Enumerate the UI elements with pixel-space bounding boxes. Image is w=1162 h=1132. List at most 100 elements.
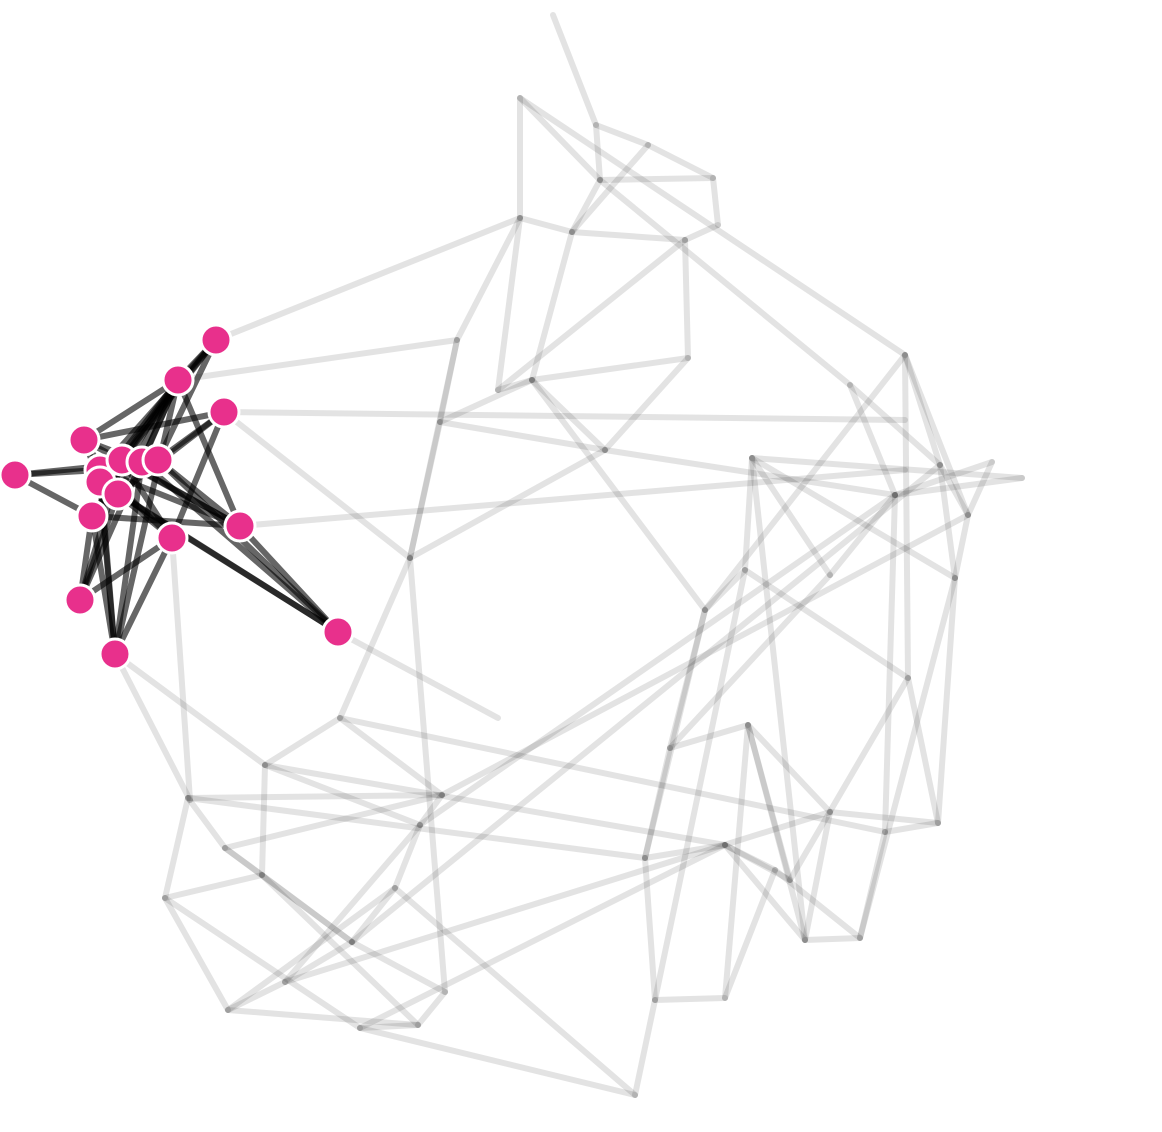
graph-edge	[602, 447, 898, 498]
graph-edge	[225, 979, 288, 1013]
graph-edge	[652, 995, 728, 1003]
graph-edge	[529, 377, 608, 453]
graph-edge	[407, 419, 443, 561]
graph-edge	[225, 885, 398, 1013]
graph-edge	[742, 455, 755, 573]
graph-edge	[517, 95, 908, 358]
graph-edge	[882, 820, 941, 835]
graph-edge	[357, 1022, 421, 1031]
graph-edge	[642, 745, 673, 861]
graph-node	[98, 637, 132, 671]
graph-edge	[517, 215, 575, 235]
graph-edge	[259, 872, 355, 945]
graph-edge	[710, 175, 721, 228]
graph-edge	[415, 989, 448, 1028]
graph-edge	[162, 795, 191, 901]
graph-edge	[529, 229, 575, 383]
graph-edge	[642, 855, 658, 1003]
graph-edge	[745, 722, 793, 883]
graph-edge	[593, 122, 603, 183]
graph-node	[67, 423, 101, 457]
graph-edge	[593, 122, 651, 148]
highlighted-nodes	[0, 323, 355, 671]
graph-edge	[827, 809, 941, 826]
graph-edge	[749, 455, 833, 578]
graph-edge	[454, 215, 523, 343]
graph-edge	[222, 792, 445, 851]
graph-edge	[597, 177, 853, 388]
graph-edge	[262, 762, 423, 828]
graph-edge	[337, 555, 413, 721]
graph-edge	[667, 607, 708, 751]
graph-edge	[162, 895, 363, 1031]
graph-edge	[175, 337, 460, 383]
graph-edge	[749, 455, 1025, 481]
graph-edge	[417, 792, 445, 828]
graph-edge	[892, 459, 995, 498]
graph-node	[161, 363, 195, 397]
graph-edge	[642, 842, 728, 861]
graph-edge	[417, 492, 898, 828]
graph-edge	[772, 867, 863, 941]
graph-edge	[185, 795, 228, 851]
graph-edge	[225, 1007, 421, 1028]
highlighted-edge	[169, 409, 227, 541]
graph-edge	[213, 215, 523, 343]
graph-edge	[905, 675, 941, 826]
graph-edge	[282, 809, 833, 985]
graph-node	[207, 395, 241, 429]
graph-edge	[407, 447, 608, 561]
graph-edge	[162, 895, 231, 1013]
graph-edge	[407, 337, 460, 561]
graph-edge	[682, 237, 691, 361]
graph-edge	[259, 872, 421, 1028]
graph-edge	[952, 512, 971, 581]
graph-edge	[495, 215, 523, 393]
graph-edge	[185, 792, 445, 801]
graph-edge	[357, 1025, 638, 1098]
graph-edge	[937, 462, 971, 518]
graph-edge	[349, 939, 448, 995]
highlighted-edge	[77, 535, 175, 603]
graph-edge	[722, 842, 808, 943]
highlighted-edge	[237, 523, 341, 635]
graph-node	[75, 499, 109, 533]
graph-edge	[337, 715, 445, 798]
highlighted-edge	[155, 457, 243, 529]
highlighted-edge	[81, 377, 181, 443]
graph-edge	[437, 337, 460, 425]
graph-node	[155, 521, 189, 555]
highlighted-edge	[175, 377, 243, 529]
graph-edge	[749, 455, 958, 581]
graph-edge	[221, 409, 413, 561]
graph-edge	[262, 762, 728, 848]
graph-edge	[407, 555, 448, 995]
graph-edge	[745, 722, 833, 815]
graph-node	[0, 458, 32, 492]
graph-edge	[162, 872, 265, 901]
graph-edge	[937, 462, 958, 581]
graph-edge	[349, 462, 943, 945]
graph-edge	[237, 467, 908, 529]
graph-node	[321, 615, 355, 649]
graph-edge	[392, 885, 638, 1098]
highlighted-edge	[112, 535, 175, 657]
graph-edge	[702, 352, 908, 613]
graph-edge	[857, 829, 888, 941]
graph-edge	[632, 997, 658, 1098]
graph-edge	[652, 567, 748, 1003]
graph-node	[101, 477, 135, 511]
graph-edge	[802, 809, 833, 943]
graph-edge	[222, 845, 355, 945]
graph-node	[199, 323, 233, 357]
graph-edge	[597, 175, 716, 183]
graph-edge	[935, 575, 958, 826]
graph-edge	[722, 867, 778, 1001]
graph-edge	[645, 142, 716, 181]
graph-edge	[569, 177, 603, 235]
graph-edge	[902, 352, 971, 518]
graph-edge	[722, 842, 778, 873]
graph-edge	[437, 377, 535, 425]
graph-edge	[569, 142, 651, 235]
graph-edge	[282, 822, 423, 985]
